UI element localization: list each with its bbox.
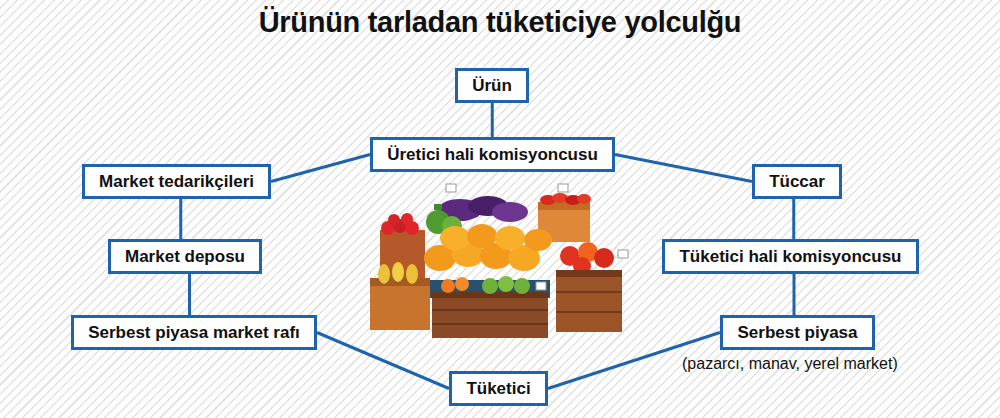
connector-line bbox=[179, 199, 182, 239]
node-label: Market tedarikçileri bbox=[99, 172, 254, 192]
process-box: Ürün bbox=[455, 68, 529, 103]
strawberries bbox=[381, 213, 419, 235]
node-label: Serbest piyasa market rafı bbox=[88, 323, 300, 343]
connector-line bbox=[317, 333, 449, 389]
process-box: Tüketici bbox=[449, 371, 548, 406]
price-tags bbox=[446, 184, 628, 290]
process-box: Tüccar bbox=[752, 164, 842, 199]
vegetable-crates-illustration bbox=[360, 180, 640, 340]
crate-produce bbox=[378, 262, 530, 294]
process-box: Tüketici hali komisyoncusu bbox=[662, 239, 919, 274]
process-box: Serbest piyasa market rafı bbox=[71, 315, 317, 350]
diagram-title: Ürünün tarladan tüketiciye yolculğu bbox=[0, 6, 1000, 39]
peppers bbox=[540, 193, 591, 205]
connector-line bbox=[792, 199, 795, 239]
pumpkins bbox=[424, 224, 552, 271]
process-box: Serbest piyasa bbox=[720, 315, 875, 350]
node-label: Ürün bbox=[472, 76, 512, 96]
process-box: Market tedarikçileri bbox=[82, 164, 271, 199]
node-label: Tüketici hali komisyoncusu bbox=[679, 247, 901, 267]
node-label: Üretici hali komisyoncusu bbox=[387, 145, 598, 165]
node-note: (pazarcı, manav, yerel market) bbox=[682, 355, 898, 373]
node-label: Market deposu bbox=[125, 247, 245, 267]
connector-line bbox=[188, 274, 191, 315]
node-label: Tüketici bbox=[466, 379, 530, 399]
process-box: Market deposu bbox=[108, 239, 262, 274]
node-label: Tüccar bbox=[769, 172, 825, 192]
node-label: Serbest piyasa bbox=[737, 323, 857, 343]
connector-line bbox=[271, 155, 370, 182]
connector-line bbox=[491, 103, 494, 137]
process-box: Üretici hali komisyoncusu bbox=[370, 137, 615, 172]
connector-line bbox=[793, 274, 796, 315]
connector-line bbox=[615, 155, 752, 182]
